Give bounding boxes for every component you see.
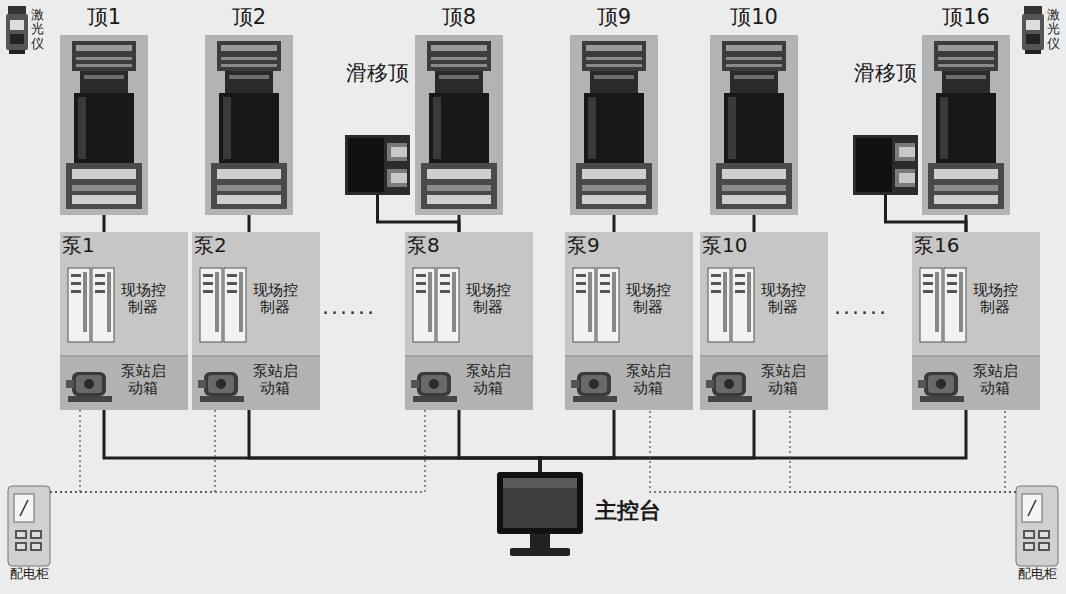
jack-label: 顶10: [710, 5, 798, 29]
laser-instrument: 激光仪: [1022, 6, 1044, 56]
jack-unit: 顶16: [922, 35, 1010, 215]
starter-label: 泵站启动箱: [972, 363, 1019, 398]
pump-label: 泵16: [914, 234, 959, 257]
starter-label: 泵站启动箱: [625, 363, 672, 398]
signal-line: [458, 215, 461, 232]
jack-label: 顶8: [415, 5, 503, 29]
signal-line: [103, 215, 106, 232]
jack-unit: 顶8: [415, 35, 503, 215]
slide-jack: 滑移顶: [345, 135, 410, 195]
signal-line: [886, 195, 967, 232]
power-line: [50, 410, 80, 492]
controller-label: 现场控制器: [252, 282, 299, 317]
controller-label: 现场控制器: [625, 282, 672, 317]
pump-station: 泵16 现场控制器泵站启动箱: [912, 232, 1040, 410]
starter-label: 泵站启动箱: [120, 363, 167, 398]
pump-label: 泵1: [62, 234, 95, 257]
signal-line: [378, 195, 460, 232]
power-cabinet: 配电柜: [8, 486, 50, 566]
ellipsis-mark: ······: [322, 300, 376, 325]
pump-station: 泵2 现场控制器泵站启动箱: [192, 232, 320, 410]
pump-station: 泵1 现场控制器泵站启动箱: [60, 232, 188, 410]
jack-label: 顶9: [570, 5, 658, 29]
main-console: 主控台: [497, 472, 583, 556]
slide-jack-label: 滑移顶: [325, 61, 430, 85]
cabinet-label: 配电柜: [1010, 567, 1064, 582]
power-line: [50, 410, 425, 492]
starter-label: 泵站启动箱: [760, 363, 807, 398]
power-line: [650, 410, 1016, 492]
signal-line: [540, 410, 614, 472]
jack-label: 顶16: [922, 5, 1010, 29]
signal-line: [753, 215, 756, 232]
jack-unit: 顶2: [205, 35, 293, 215]
pump-station: 泵8 现场控制器泵站启动箱: [405, 232, 533, 410]
controller-label: 现场控制器: [120, 282, 167, 317]
power-line: [1005, 410, 1016, 492]
slide-jack: 滑移顶: [853, 135, 918, 195]
jack-unit: 顶9: [570, 35, 658, 215]
pump-label: 泵8: [407, 234, 440, 257]
signal-line: [540, 410, 754, 472]
jack-label: 顶2: [205, 5, 293, 29]
controller-label: 现场控制器: [972, 282, 1019, 317]
pump-station: 泵10 现场控制器泵站启动箱: [700, 232, 828, 410]
signal-line: [540, 410, 966, 472]
controller-label: 现场控制器: [465, 282, 512, 317]
pump-station: 泵9 现场控制器泵站启动箱: [565, 232, 693, 410]
pump-label: 泵2: [194, 234, 227, 257]
signal-line: [613, 215, 616, 232]
cabinet-label: 配电柜: [2, 567, 56, 582]
signal-line: [248, 215, 251, 232]
starter-label: 泵站启动箱: [465, 363, 512, 398]
power-cabinet: 配电柜: [1016, 486, 1058, 566]
jack-unit: 顶10: [710, 35, 798, 215]
console-label: 主控台: [595, 498, 661, 523]
power-line: [50, 410, 215, 492]
controller-label: 现场控制器: [760, 282, 807, 317]
pump-label: 泵10: [702, 234, 747, 257]
starter-label: 泵站启动箱: [252, 363, 299, 398]
pump-label: 泵9: [567, 234, 600, 257]
laser-instrument: 激光仪: [6, 6, 28, 56]
signal-line: [249, 410, 540, 472]
jack-unit: 顶1: [60, 35, 148, 215]
laser-label: 激光仪: [31, 8, 44, 51]
laser-label: 激光仪: [1047, 8, 1060, 51]
signal-line: [965, 215, 968, 232]
signal-line: [459, 410, 540, 472]
power-line: [790, 410, 1016, 492]
ellipsis-mark: ······: [834, 300, 888, 325]
jack-label: 顶1: [60, 5, 148, 29]
signal-line: [104, 410, 540, 472]
slide-jack-label: 滑移顶: [833, 61, 938, 85]
